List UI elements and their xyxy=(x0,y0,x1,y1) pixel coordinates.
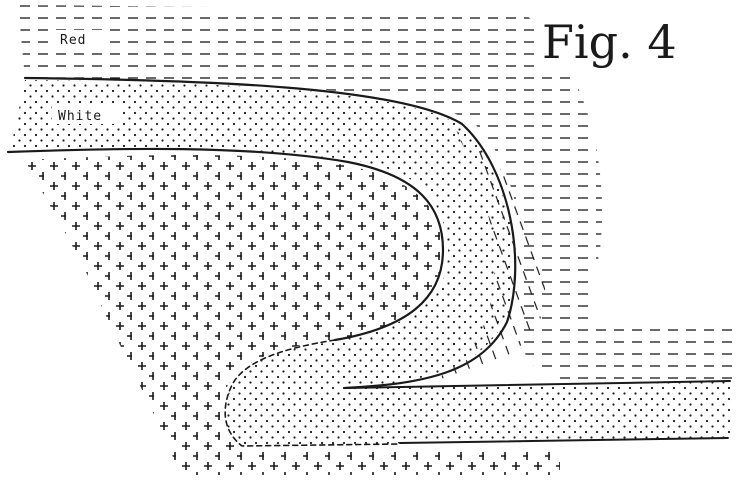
white-lower-dashed-contact xyxy=(224,339,401,447)
svg-text:Red: Red xyxy=(60,33,86,48)
figure-title: Fig. 4 xyxy=(538,8,738,70)
lower-limb-base-line xyxy=(399,437,729,444)
red-white-contact-line xyxy=(23,76,517,390)
layer-label-red: Red xyxy=(54,30,104,48)
basement-fill xyxy=(25,155,560,475)
red-layer-fill xyxy=(18,5,739,383)
svg-text:Fig. 4: Fig. 4 xyxy=(542,15,677,69)
red-layer-hinge-fill xyxy=(430,130,546,382)
white-basement-contact-line xyxy=(6,147,445,342)
lower-limb-top-line xyxy=(344,380,731,389)
layer-label-white: White xyxy=(52,106,122,124)
svg-text:White: White xyxy=(58,109,102,124)
